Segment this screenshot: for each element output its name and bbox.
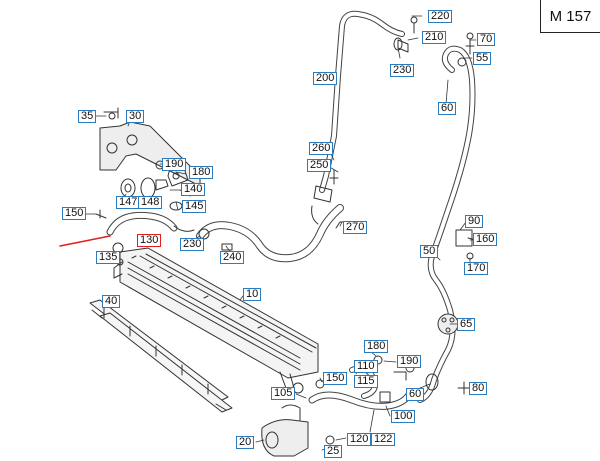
part-callout-150[interactable]: 150 [62, 207, 87, 220]
part-callout-145[interactable]: 145 [182, 200, 207, 213]
part-callout-110[interactable]: 110 [354, 360, 378, 373]
part-callout-120[interactable]: 120 [347, 433, 372, 446]
part-callout-148[interactable]: 148 [138, 196, 163, 209]
part-callout-135[interactable]: 135 [96, 251, 121, 264]
part-callout-20[interactable]: 20 [236, 436, 255, 449]
part-callout-80[interactable]: 80 [469, 382, 488, 395]
part-callout-105[interactable]: 105 [271, 387, 296, 400]
part-callout-130[interactable]: 130 [137, 234, 162, 247]
part-callout-150[interactable]: 150 [323, 372, 348, 385]
front-hose-drawing [95, 209, 195, 254]
part-callout-50[interactable]: 50 [420, 245, 439, 258]
part-callout-240[interactable]: 240 [220, 251, 245, 264]
part-callout-230[interactable]: 230 [180, 238, 205, 251]
part-callout-60[interactable]: 60 [406, 388, 425, 401]
part-callout-200[interactable]: 200 [313, 72, 338, 85]
pipe-200-drawing [311, 10, 418, 225]
bottom-bracket-drawing [261, 404, 335, 457]
oil-cooler-drawing [113, 247, 319, 394]
part-callout-210[interactable]: 210 [422, 31, 447, 44]
part-callout-60[interactable]: 60 [438, 102, 457, 115]
part-callout-40[interactable]: 40 [102, 295, 121, 308]
part-callout-140[interactable]: 140 [181, 183, 206, 196]
part-callout-260[interactable]: 260 [309, 142, 334, 155]
top-bracket-drawing [99, 107, 201, 187]
part-callout-70[interactable]: 70 [477, 33, 496, 46]
part-callout-147[interactable]: 147 [116, 196, 141, 209]
model-label: M 157 [540, 0, 600, 33]
pipe-50-drawing [417, 32, 477, 403]
part-callout-100[interactable]: 100 [391, 410, 416, 423]
part-callout-65[interactable]: 65 [457, 318, 476, 331]
part-callout-30[interactable]: 30 [126, 110, 145, 123]
part-callout-250[interactable]: 250 [307, 159, 332, 172]
flange-65-drawing [437, 313, 459, 335]
part-callout-180[interactable]: 180 [189, 166, 214, 179]
middle-hose-drawing [196, 204, 349, 263]
part-callout-25[interactable]: 25 [324, 445, 343, 458]
part-callout-90[interactable]: 90 [465, 215, 484, 228]
bracket-rail-drawing [89, 299, 233, 413]
part-callout-180[interactable]: 180 [364, 340, 389, 353]
leader-lines [59, 15, 477, 451]
part-callout-160[interactable]: 160 [473, 233, 498, 246]
part-callout-170[interactable]: 170 [464, 262, 489, 275]
part-callout-122[interactable]: 122 [371, 433, 396, 446]
part-callout-270[interactable]: 270 [343, 221, 368, 234]
part-callout-35[interactable]: 35 [78, 110, 97, 123]
part-callout-10[interactable]: 10 [243, 288, 262, 301]
part-callout-115[interactable]: 115 [354, 375, 378, 388]
part-callout-230[interactable]: 230 [390, 64, 415, 77]
part-callout-190[interactable]: 190 [162, 158, 187, 171]
part-callout-190[interactable]: 190 [397, 355, 422, 368]
part-callout-220[interactable]: 220 [428, 10, 453, 23]
part-callout-55[interactable]: 55 [473, 52, 492, 65]
